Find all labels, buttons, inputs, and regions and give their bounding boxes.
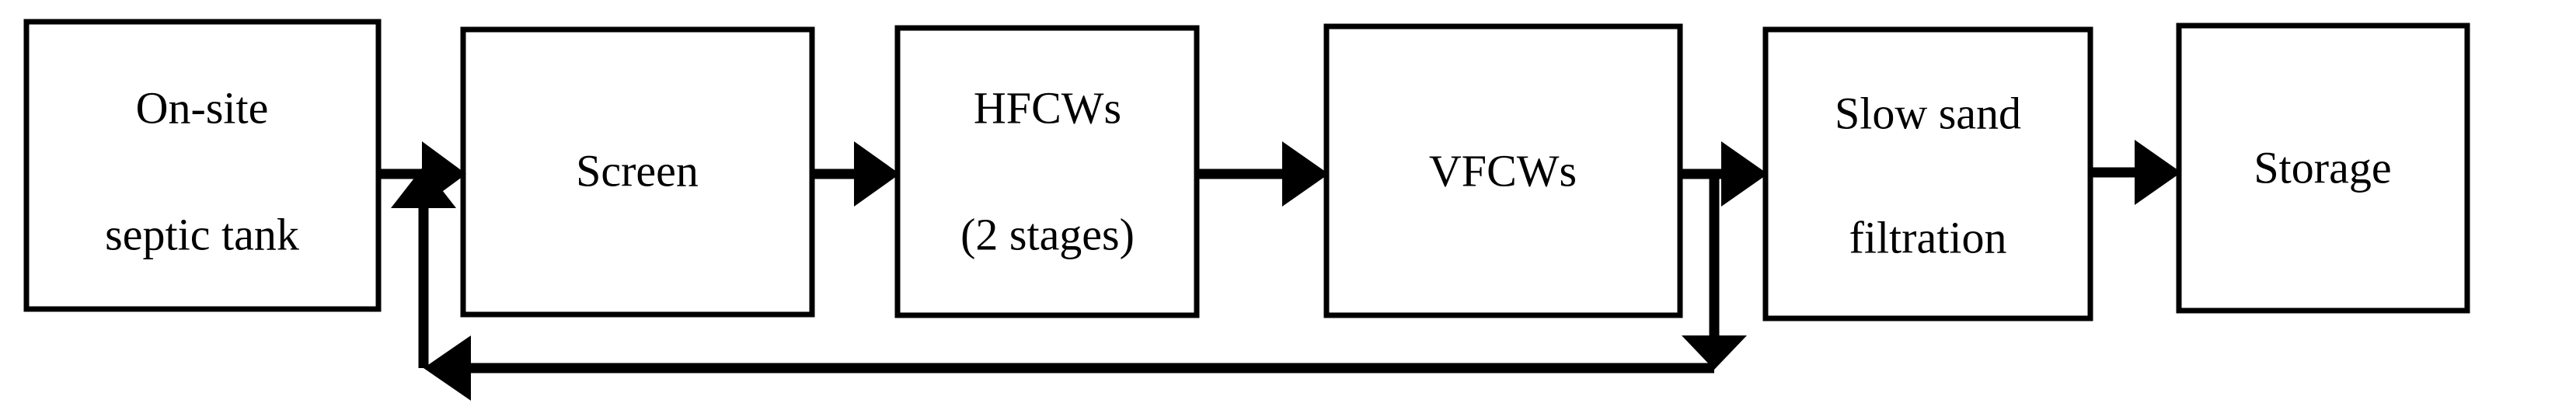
arrow-head-up-icon (391, 166, 456, 208)
node-vfcws-box[interactable] (1323, 23, 1683, 318)
arrow-head-right-icon (1721, 141, 1768, 207)
connector-vfcws-recycle-down (1682, 174, 1747, 370)
node-screen-label: Screen (576, 145, 699, 196)
node-screen[interactable]: Screen (460, 26, 815, 318)
arrow-head-right-icon (1282, 141, 1329, 207)
node-septic-tank-box[interactable] (23, 19, 382, 312)
node-hfcws-label-line1: HFCWs (974, 82, 1121, 133)
node-septic-tank[interactable]: On-site septic tank (23, 19, 382, 312)
arrow-head-left-icon (424, 335, 471, 401)
node-slow-sand-filtration-label-line2: filtration (1849, 212, 2007, 262)
arrow-head-right-icon (854, 141, 900, 207)
connector-recycle-return (424, 335, 1714, 401)
node-septic-tank-label-line1: On-site (136, 82, 269, 133)
node-hfcws-box[interactable] (894, 25, 1200, 318)
connector-recycle-up-to-screen (391, 166, 456, 368)
node-screen-box[interactable] (460, 26, 815, 318)
connector-vfcws-to-filtration (1680, 141, 1768, 207)
node-storage-label: Storage (2254, 142, 2391, 193)
node-slow-sand-filtration-label-line1: Slow sand (1835, 88, 2021, 138)
node-slow-sand-filtration-box[interactable] (1762, 26, 2093, 321)
node-vfcws[interactable]: VFCWs (1323, 23, 1683, 318)
connector-hfcws-to-vfcws (1197, 141, 1329, 207)
node-septic-tank-label-line2: septic tank (105, 209, 299, 259)
node-slow-sand-filtration[interactable]: Slow sand filtration (1762, 26, 2093, 321)
arrow-head-down-icon (1682, 335, 1747, 370)
node-storage-box[interactable] (2176, 23, 2470, 314)
arrow-head-right-icon (2135, 140, 2181, 205)
connector-screen-to-hfcws (812, 141, 900, 207)
node-hfcws[interactable]: HFCWs (2 stages) (894, 25, 1200, 318)
node-hfcws-label-line2: (2 stages) (960, 209, 1135, 259)
node-vfcws-label: VFCWs (1429, 145, 1577, 196)
connector-filtration-to-storage (2090, 140, 2181, 205)
node-storage[interactable]: Storage (2176, 23, 2470, 314)
